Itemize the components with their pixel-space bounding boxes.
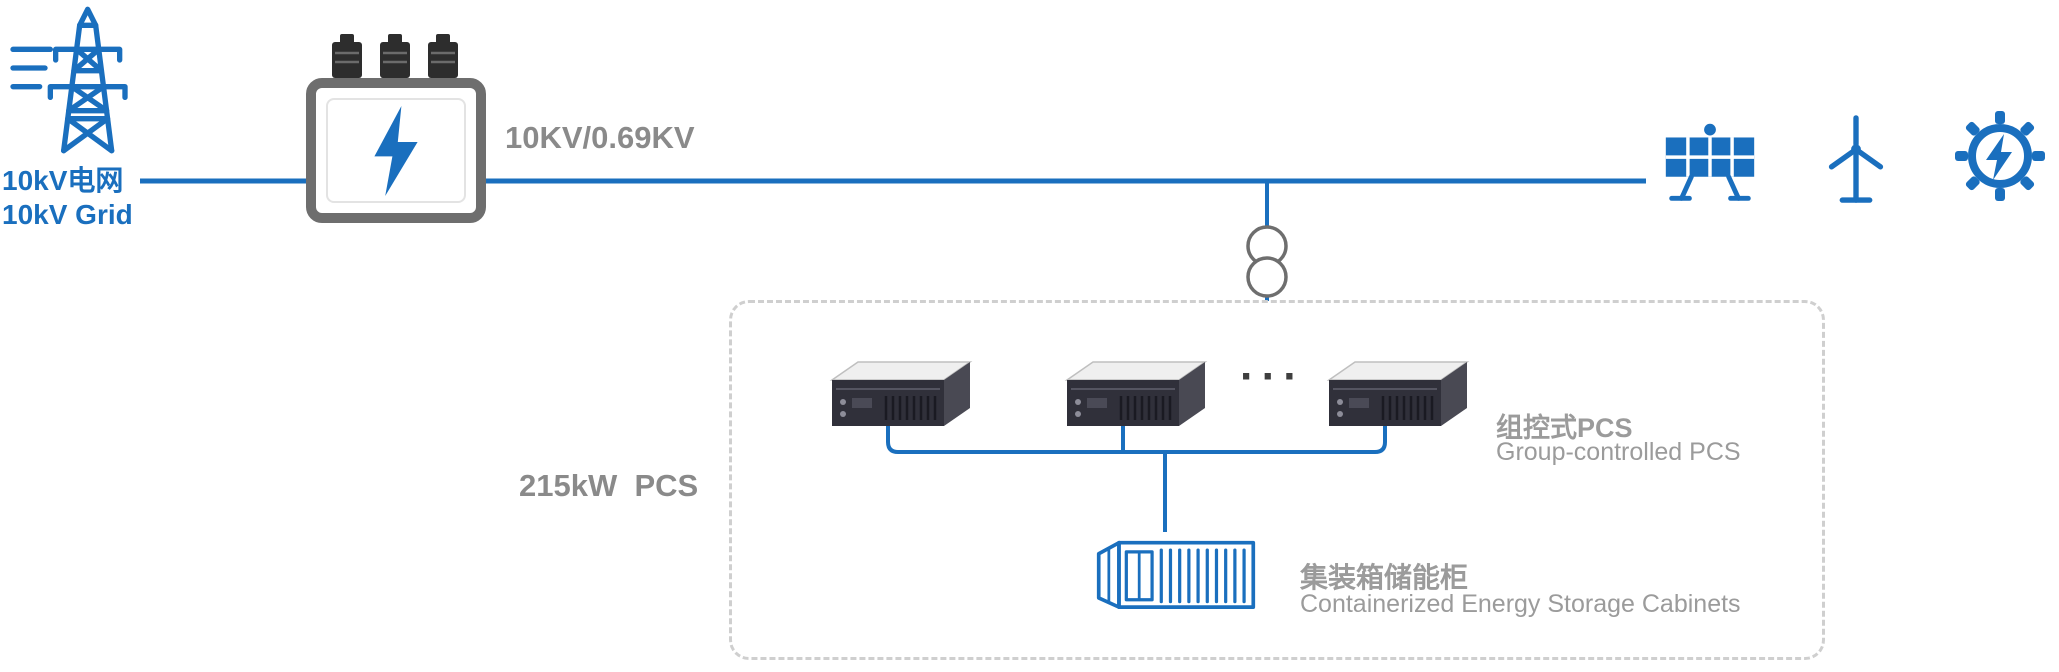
pcs-unit-icon (1326, 361, 1470, 426)
container-icon (1096, 540, 1256, 609)
pcs-unit-icon (829, 361, 973, 426)
generator-gear-icon (1955, 111, 2045, 201)
transformer-inner-panel (326, 98, 466, 203)
transformer-icon (306, 78, 486, 223)
transmission-tower-icon (10, 6, 128, 154)
wind-turbine-icon (1828, 115, 1884, 203)
pcs-group-label-cn: 组控式PCS (1496, 413, 1633, 443)
solar-panel-icon (1665, 123, 1755, 201)
pcs-group-box (729, 300, 1825, 660)
pcs-power-label: 215kW PCS (519, 468, 699, 503)
lightning-icon (374, 105, 418, 196)
isolation-transformer-symbol (1246, 225, 1288, 298)
storage-label-cn: 集装箱储能柜 (1300, 562, 1469, 593)
pcs-group-label-en: Group-controlled PCS (1496, 438, 1741, 466)
grid-label-cn: 10kV电网 (2, 165, 124, 196)
pcs-unit-icon (1064, 361, 1208, 426)
storage-label-en: Containerized Energy Storage Cabinets (1300, 590, 1741, 618)
grid-label-en: 10kV Grid (2, 199, 133, 230)
pcs-ellipsis: ··· (1240, 352, 1305, 401)
transformer-terminals-icon (332, 34, 458, 78)
transformer-ratio-label: 10KV/0.69KV (505, 120, 695, 155)
